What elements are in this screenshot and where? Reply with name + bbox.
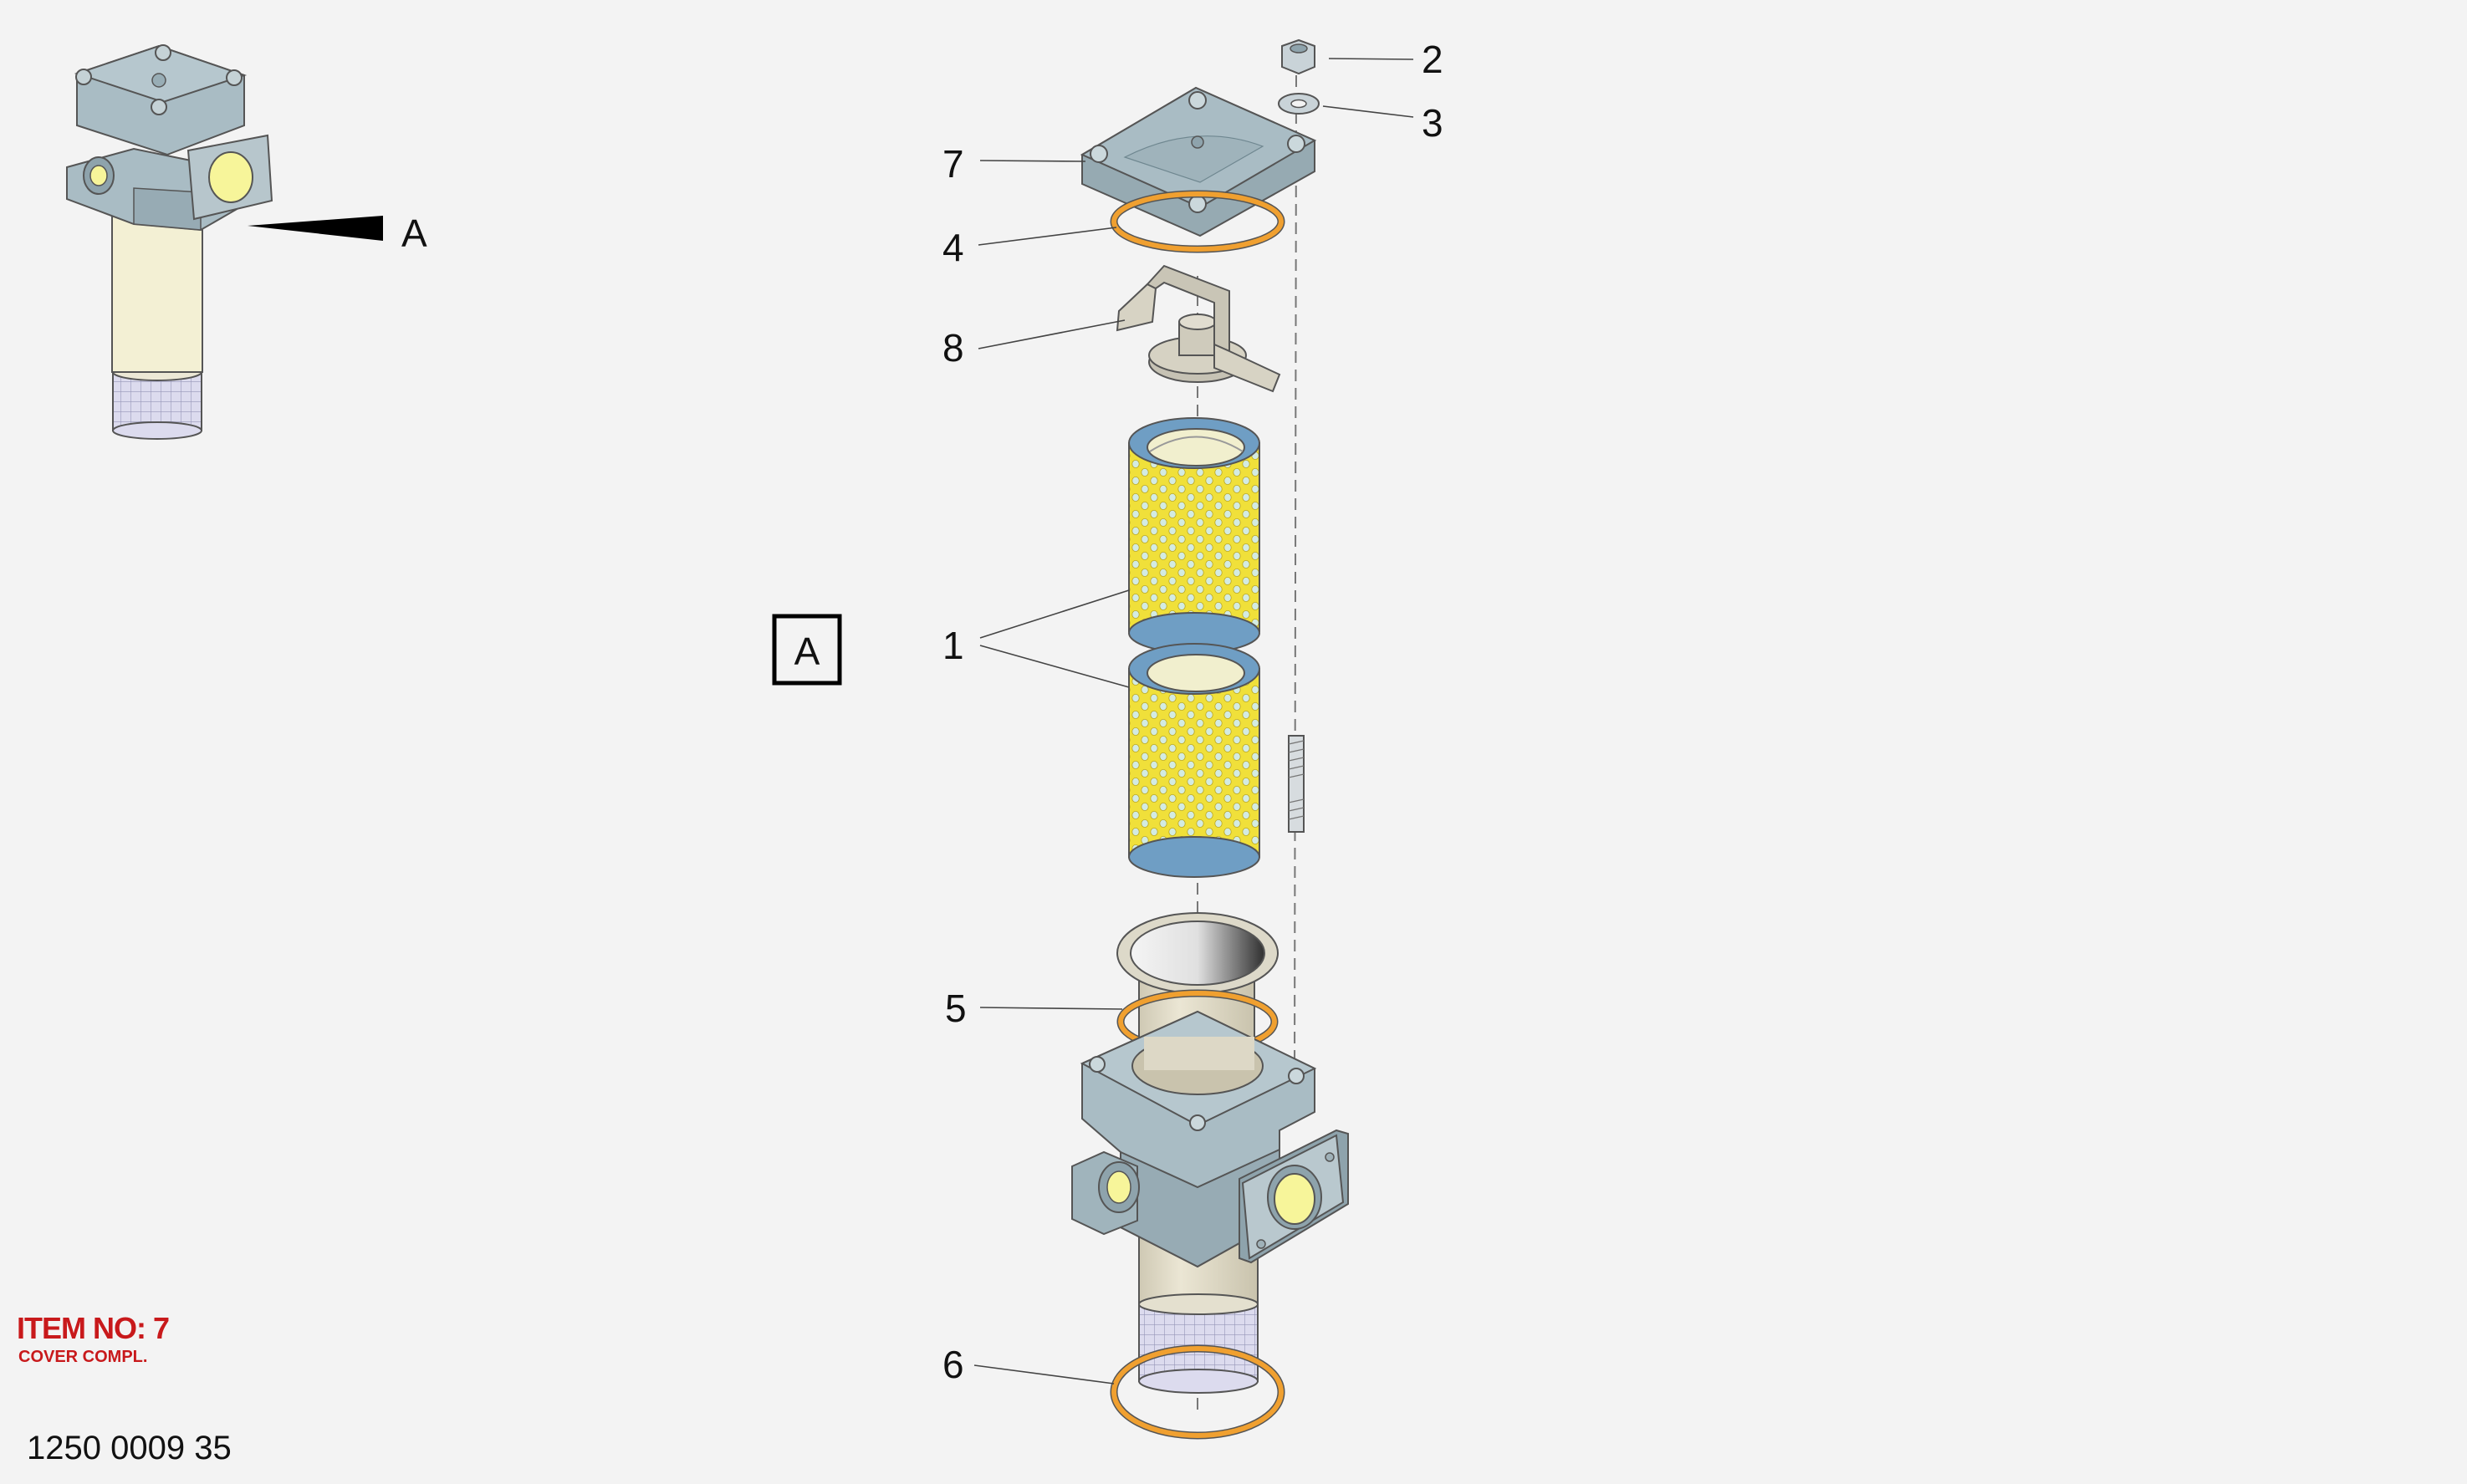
filter-housing-part <box>1071 1010 1349 1394</box>
stud-axis <box>1294 74 1297 1079</box>
stud-part <box>1288 735 1305 833</box>
cover-oring-part <box>1110 190 1285 253</box>
callout-8: 8 <box>942 326 964 370</box>
document-number: 1250 0009 35 <box>27 1430 232 1466</box>
callout-5: 5 <box>945 987 967 1030</box>
view-pointer-label: A <box>401 212 427 255</box>
callout-4: 4 <box>942 226 964 269</box>
bypass-bracket-part <box>1116 264 1281 393</box>
callout-3: 3 <box>1422 101 1443 145</box>
callout-leaders <box>973 58 1414 1385</box>
callout-7: 7 <box>942 142 964 186</box>
item-number-title: ITEM NO: 7 <box>17 1311 170 1345</box>
callout-6: 6 <box>942 1343 964 1386</box>
view-marker-letter: A <box>794 630 820 673</box>
nut-part <box>1281 38 1315 75</box>
item-description: COVER COMPL. <box>18 1348 148 1366</box>
view-pointer-arrow <box>248 216 383 241</box>
filter-element-lower <box>1128 643 1260 878</box>
callout-2: 2 <box>1422 38 1443 81</box>
callout-1: 1 <box>942 624 964 667</box>
bottom-oring-part <box>1110 1344 1285 1440</box>
overview-thumbnail <box>66 44 383 440</box>
washer-part <box>1278 93 1320 115</box>
filter-element-upper <box>1128 417 1260 654</box>
view-marker-box <box>772 614 842 686</box>
